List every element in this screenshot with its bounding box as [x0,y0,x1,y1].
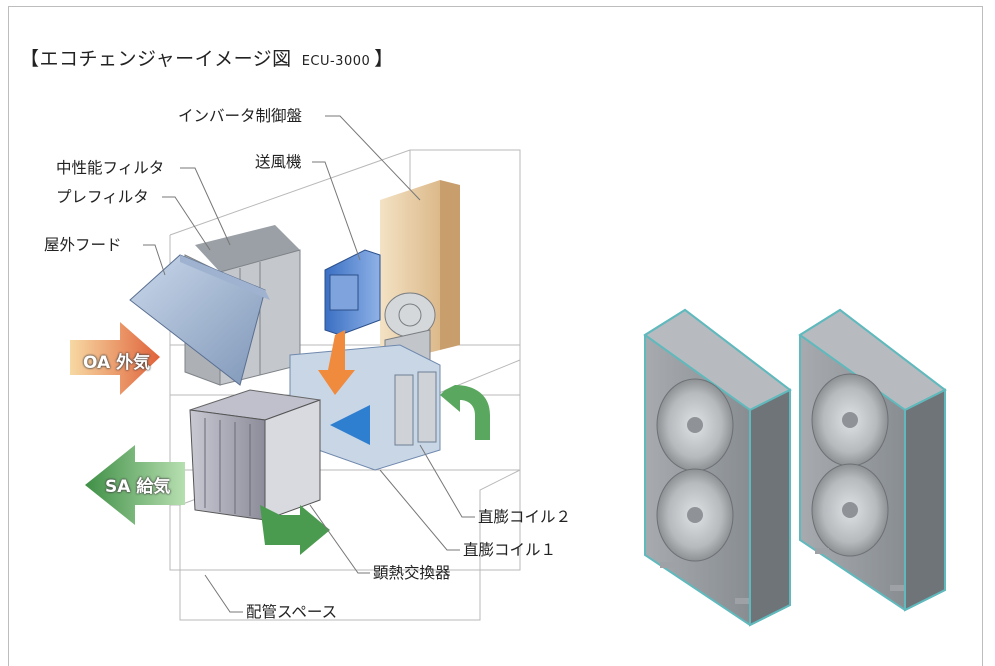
blower-unit [324,249,436,363]
title-bracket-close: 】 [374,48,394,70]
oa-arrow [70,322,160,395]
heat-exchanger [189,389,321,521]
label-piping-space: 配管スペース [246,603,338,621]
label-pre-filter: プレフィルタ [56,188,149,206]
label-heat-exchanger: 顕熱交換器 [373,564,451,582]
label-inverter-panel: インバータ制御盤 [178,107,303,125]
outdoor-unit-left [643,308,792,627]
title-bracket-open: 【 [20,48,40,70]
outdoor-unit-right [798,308,947,612]
diagram-frame [8,6,983,666]
unit-illustration [70,115,947,627]
outdoor-hood [129,254,270,386]
label-sa: SA 給気 [105,477,171,497]
title-model: ECU-3000 [301,54,371,69]
title-main: エコチェンジャーイメージ図 [39,48,292,70]
label-oa: OA 外気 [83,353,151,373]
label-coil-1: 直膨コイル１ [463,541,557,559]
label-outdoor-hood: 屋外フード [44,236,122,254]
label-blower: 送風機 [255,153,302,171]
sa-arrow [85,445,185,525]
return-air-arrows [260,385,490,555]
label-medium-filter: 中性能フィルタ [56,159,165,177]
label-coil-2: 直膨コイル２ [478,508,572,526]
leader-lines [143,115,475,613]
diagram-title: 【エコチェンジャーイメージ図 ECU-3000】 [20,44,394,71]
cool-air-arrow [330,405,370,445]
